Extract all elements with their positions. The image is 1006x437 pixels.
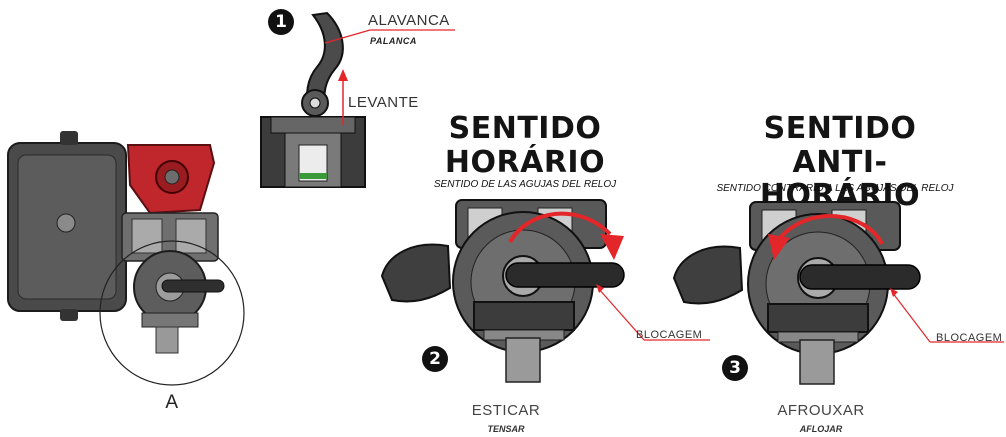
clockwise-arrow — [508, 211, 612, 244]
step-3-title-line1: SENTIDO — [763, 111, 917, 146]
lift-label: LEVANTE — [348, 94, 419, 111]
step-3-action-sub: AFLOJAR — [799, 424, 843, 434]
lock-handle — [161, 279, 225, 293]
step-3-lock-label: BLOCAGEM — [936, 332, 1003, 344]
step-2-subtitle: SENTIDO DE LAS AGUJAS DEL RELOJ — [433, 179, 617, 190]
detail-circle-a — [99, 240, 245, 386]
step-3-action: AFROUXAR — [777, 402, 865, 419]
step-2-lock-label: BLOCAGEM — [636, 329, 703, 341]
lock-handle — [505, 262, 625, 288]
lever-detail-illustration — [260, 11, 455, 188]
lock-handle — [799, 264, 921, 290]
step-2-action: ESTICAR — [471, 402, 541, 419]
counterclockwise-arrow — [778, 214, 884, 245]
lever-label: ALAVANCA — [368, 12, 450, 29]
brand-logo-icon — [56, 213, 76, 233]
step-2-action-sub: TENSAR — [487, 424, 525, 434]
device-overview-illustration — [7, 131, 245, 386]
step-3-subtitle: SENTIDO CONTRARIO A LAS AGUJAS DEL RELOJ — [716, 183, 954, 194]
counterclockwise-lock-illustration — [672, 201, 1004, 385]
step-2-title-line2: HORÁRIO — [444, 145, 606, 180]
lever-label-sub: PALANCA — [370, 36, 417, 46]
clockwise-lock-illustration — [380, 199, 710, 383]
step-2-badge: 2 — [422, 346, 448, 372]
step-2-title-line1: SENTIDO — [448, 111, 602, 146]
step-1-badge: 1 — [268, 9, 294, 35]
step-3-badge: 3 — [722, 355, 748, 381]
detail-label-a: A — [165, 392, 179, 413]
